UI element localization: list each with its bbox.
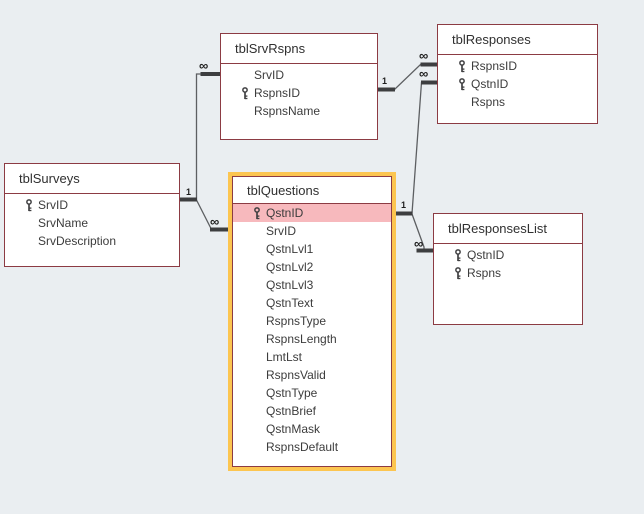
table-title-separator [5,193,179,194]
field-name: QstnLvl1 [266,242,314,256]
field-name: SrvID [266,224,296,238]
field-name: RspnsID [471,59,518,73]
field-row-rspnsvalid[interactable]: RspnsValid [233,366,391,384]
field-row-qstnlvl3[interactable]: QstnLvl3 [233,276,391,294]
primary-key-icon [449,248,467,262]
cardinality-one-label: 1 [186,187,192,197]
field-row-qstnid[interactable]: QstnID [438,75,597,93]
table-tblquestions[interactable]: tblQuestions QstnID SrvID QstnLvl1 QstnL… [232,176,392,467]
cardinality-one-label: 1 [401,200,407,210]
cardinality-many-label: ∞ [419,66,428,81]
field-name: SrvName [38,216,89,230]
table-title[interactable]: tblQuestions [247,182,320,198]
field-name: QstnID [266,206,304,220]
field-row-qstnlvl1[interactable]: QstnLvl1 [233,240,391,258]
field-name: QstnLvl2 [266,260,314,274]
field-row-qstntype[interactable]: QstnType [233,384,391,402]
field-name: QstnID [471,77,509,91]
field-row-rspnslength[interactable]: RspnsLength [233,330,391,348]
table-tblsurveys[interactable]: tblSurveys SrvID SrvName SrvDescription [4,163,180,267]
field-row-rspnsname[interactable]: RspnsName [221,102,377,120]
field-row-srvid[interactable]: SrvID [221,66,377,84]
field-row-qstnid[interactable]: QstnID [434,246,582,264]
field-row-rspnsid[interactable]: RspnsID [438,57,597,75]
field-row-srvid[interactable]: SrvID [233,222,391,240]
table-title[interactable]: tblResponsesList [448,221,547,236]
field-name: QstnID [467,248,505,262]
field-name: QstnType [266,386,318,400]
field-row-qstnmask[interactable]: QstnMask [233,420,391,438]
cardinality-many-label: ∞ [210,214,219,229]
primary-key-icon [248,206,266,220]
field-row-srvname[interactable]: SrvName [5,214,179,232]
field-name: RspnsName [254,104,321,118]
cardinality-many-label: ∞ [199,58,208,73]
table-title-separator [434,243,582,244]
table-tblresponses[interactable]: tblResponses RspnsID QstnID Rspns [437,24,598,124]
table-title[interactable]: tblResponses [452,32,531,47]
field-row-rspns[interactable]: Rspns [438,93,597,111]
primary-key-icon [453,77,471,91]
primary-key-icon [20,198,38,212]
table-title[interactable]: tblSrvRspns [235,41,306,56]
field-name: RspnsDefault [266,440,339,454]
field-row-lmtlst[interactable]: LmtLst [233,348,391,366]
field-name: SrvID [38,198,68,212]
primary-key-icon [236,86,254,100]
field-row-rspnstype[interactable]: RspnsType [233,312,391,330]
table-title-separator [221,63,377,64]
field-row-qstnlvl2[interactable]: QstnLvl2 [233,258,391,276]
field-name: Rspns [471,95,506,109]
table-tblresponseslist[interactable]: tblResponsesList QstnID Rspns [433,213,583,325]
primary-key-icon [453,59,471,73]
field-name: Rspns [467,266,502,280]
field-row-rspnsid[interactable]: RspnsID [221,84,377,102]
table-tblsrvrspns[interactable]: tblSrvRspns SrvID RspnsID RspnsName [220,33,378,140]
field-row-rspnsdefault[interactable]: RspnsDefault [233,438,391,456]
field-row-srvid[interactable]: SrvID [5,196,179,214]
table-title[interactable]: tblSurveys [19,171,80,186]
cardinality-one-label: 1 [382,76,388,86]
relationship-line-tblquestions-tblresponses[interactable] [396,81,437,215]
field-name: RspnsType [266,314,327,328]
table-title-separator [438,54,597,55]
cardinality-bars [179,62,437,253]
field-name: QstnBrief [266,404,317,418]
field-name: RspnsID [254,86,301,100]
relationship-line-tblsurveys-tblsrvrspns[interactable] [180,73,201,201]
field-row-srvdescription[interactable]: SrvDescription [5,232,179,250]
field-row-rspns[interactable]: Rspns [434,264,582,282]
primary-key-icon [449,266,467,280]
cardinality-many-label: ∞ [414,236,423,251]
field-name: QstnText [266,296,314,310]
field-name: LmtLst [266,350,303,364]
table-title-separator [233,203,391,204]
cardinality-many-label: ∞ [419,48,428,63]
field-row-qstnid-selected[interactable]: QstnID [233,204,391,222]
field-name: QstnLvl3 [266,278,314,292]
field-name: QstnMask [266,422,321,436]
field-name: RspnsValid [266,368,326,382]
field-name: SrvID [254,68,284,82]
field-name: RspnsLength [266,332,337,346]
field-row-qstntext[interactable]: QstnText [233,294,391,312]
field-name: SrvDescription [38,234,117,248]
field-row-qstnbrief[interactable]: QstnBrief [233,402,391,420]
